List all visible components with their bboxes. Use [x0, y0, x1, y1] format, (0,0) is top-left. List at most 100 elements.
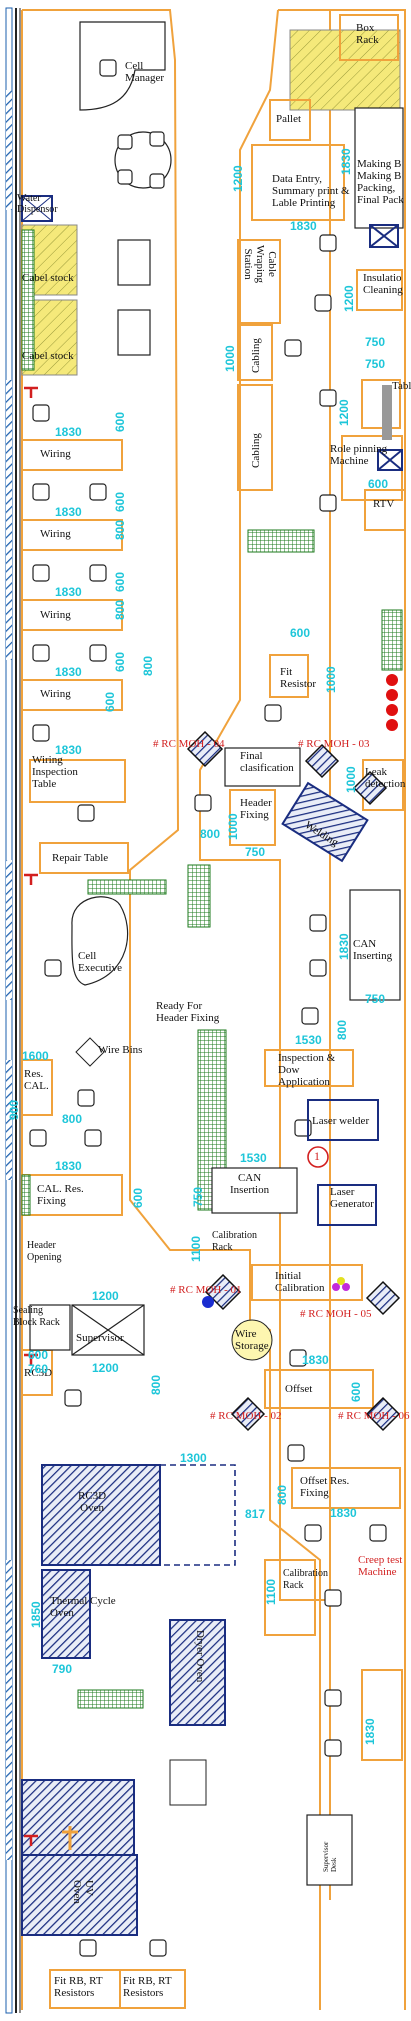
- dim-750-e: 750: [191, 1186, 205, 1207]
- dim-1830-d: 1830: [55, 665, 82, 679]
- label-wire-storage: Wire Storage: [235, 1328, 269, 1352]
- dim-1200-top: 1200: [231, 165, 245, 192]
- dim-1850: 1850: [29, 1601, 43, 1628]
- dim-800-f: 800: [200, 827, 221, 841]
- label-rc3d-oven: RC3D Oven: [78, 1490, 107, 1514]
- label-header-opening: Header Opening: [27, 1240, 62, 1263]
- tag-rc-moh-06: # RC MOH - 06: [338, 1410, 410, 1422]
- dim-1830-a: 1830: [55, 425, 82, 439]
- dim-750-b: 750: [365, 357, 386, 371]
- dim-1000-a: 1000: [223, 345, 237, 372]
- dim-600-c: 600: [113, 571, 127, 592]
- label-data-entry: Data Entry, Summary print & Lable Printi…: [272, 173, 350, 209]
- wire-bins-marker: [75, 1037, 105, 1067]
- tag-rc-moh-01: # RC MOH - 01: [170, 1284, 242, 1296]
- label-wiring-4: Wiring: [40, 688, 71, 700]
- dim-1830-g: 1830: [337, 933, 351, 960]
- chairs: [29, 234, 387, 1957]
- dim-1600: 1600: [22, 1049, 49, 1063]
- dim-1000-c: 1000: [226, 813, 240, 840]
- dim-1830-top: 1830: [290, 219, 317, 233]
- label-making-packing: Making B Making B Packing, Final Pack: [357, 158, 404, 206]
- dim-600-g: 600: [28, 1348, 49, 1362]
- tag-rc-moh-03: # RC MOH - 03: [298, 738, 370, 750]
- laser-equipment: [307, 224, 403, 1226]
- label-repair-table: Repair Table: [52, 852, 109, 864]
- dim-1000-b: 1000: [324, 666, 338, 693]
- dim-750-c: 750: [245, 845, 266, 859]
- label-cabel-stock-1: Cabel stock: [22, 272, 74, 284]
- label-water-dispensor: Water Dispensor: [17, 193, 58, 215]
- label-final-clasification: Final clasification: [240, 750, 294, 774]
- label-laser-generator: Laser Generator: [330, 1186, 374, 1210]
- dim-1300: 1300: [180, 1451, 207, 1465]
- tag-rc-moh-02: # RC MOH - 02: [210, 1410, 282, 1422]
- marker-1-ring: [307, 1146, 329, 1168]
- dim-1830-f: 1830: [55, 1159, 82, 1173]
- label-wiring-inspection: Wiring Inspection Table: [32, 754, 78, 790]
- label-box-rack: Box Rack: [356, 22, 379, 46]
- dim-600-e: 600: [103, 691, 117, 712]
- dim-760: 760: [28, 1362, 49, 1376]
- label-calibration-rack-2: Calibration Rack: [283, 1568, 328, 1591]
- dim-817: 817: [245, 1507, 266, 1521]
- label-offset: Offset: [285, 1383, 313, 1395]
- label-wiring-3: Wiring: [40, 609, 71, 621]
- label-cell-executive: Cell Executive: [78, 950, 122, 974]
- label-dryer-oven: Dryer Oven: [194, 1630, 206, 1683]
- dim-750-d: 750: [365, 992, 386, 1006]
- dim-900: 900: [7, 1099, 21, 1120]
- wire-storage-drum: [231, 1319, 273, 1361]
- label-rc3d: RC3D: [24, 1367, 53, 1379]
- left-wall: [5, 7, 21, 2014]
- dim-1200-a: 1200: [92, 1289, 119, 1303]
- dim-600-b: 600: [113, 491, 127, 512]
- dim-600-d: 600: [113, 651, 127, 672]
- label-uv-oven: UV Oven: [71, 1880, 95, 1904]
- left-rack-column: [21, 229, 35, 371]
- dim-800-h: 800: [275, 1484, 289, 1505]
- dim-600-i: 600: [290, 626, 311, 640]
- wiring-tables: [21, 439, 186, 2009]
- label-supervisor: Supervisor: [76, 1332, 124, 1344]
- label-offset-res-fixing: Offset Res. Fixing: [300, 1475, 350, 1499]
- tag-rc-moh-05: # RC MOH - 05: [300, 1308, 372, 1320]
- red-dots: [386, 674, 398, 731]
- dim-1530-b: 1530: [240, 1151, 267, 1165]
- label-cable-wraping: Cable Wraping Station: [242, 245, 278, 284]
- dim-1000-d: 1000: [344, 766, 358, 793]
- dim-1830-c: 1830: [55, 585, 82, 599]
- label-leak-detection: Leak detection: [365, 766, 406, 790]
- dim-1200-d: 1200: [337, 399, 351, 426]
- dim-800-b: 800: [113, 599, 127, 620]
- label-cal-res-fixing: CAL. Res. Fixing: [37, 1183, 84, 1207]
- dim-800-a: 800: [113, 519, 127, 540]
- cell-executive-desk: [71, 896, 129, 986]
- label-role-pinning: Role pinning Machine: [330, 443, 388, 467]
- tag-rc-moh-04: # RC MOH - 04: [153, 738, 225, 750]
- dim-1100-b: 1100: [264, 1578, 278, 1605]
- label-laser-welder: Laser welder: [312, 1115, 370, 1127]
- tag-marker-1: 1: [314, 1149, 320, 1163]
- label-rtv: RTV: [373, 498, 395, 510]
- dim-1830-h: 1830: [302, 1353, 329, 1367]
- label-can-insertion: CAN Insertion: [230, 1172, 270, 1196]
- label-supervisor-desk: Supervisor Desk: [322, 1841, 338, 1872]
- dim-1100-a: 1100: [189, 1235, 203, 1262]
- label-inspection-dow: Inspection & Dow Application: [278, 1052, 336, 1088]
- cell-manager-desk: [79, 21, 172, 356]
- label-cabel-stock-2: Cabel stock: [22, 350, 74, 362]
- label-thermal-cycle-oven: Thermal Cycle Oven: [50, 1595, 116, 1619]
- dim-1830-i: 1830: [330, 1506, 357, 1520]
- dim-750-a: 750: [365, 335, 386, 349]
- label-can-inserting: CAN Inserting: [353, 938, 393, 962]
- label-wire-bins: Wire Bins: [98, 1044, 143, 1056]
- label-insulation-cleaning: Insulatio Cleaning: [363, 272, 403, 296]
- label-table: Table: [392, 380, 411, 392]
- dim-1200-b: 1200: [92, 1361, 119, 1375]
- dim-1200-c: 1200: [342, 285, 356, 312]
- dim-600-h: 600: [368, 477, 389, 491]
- dim-1830-j: 1830: [363, 1718, 377, 1745]
- label-cabling-2: Cabling: [250, 433, 262, 468]
- dim-1830-e: 1830: [55, 743, 82, 757]
